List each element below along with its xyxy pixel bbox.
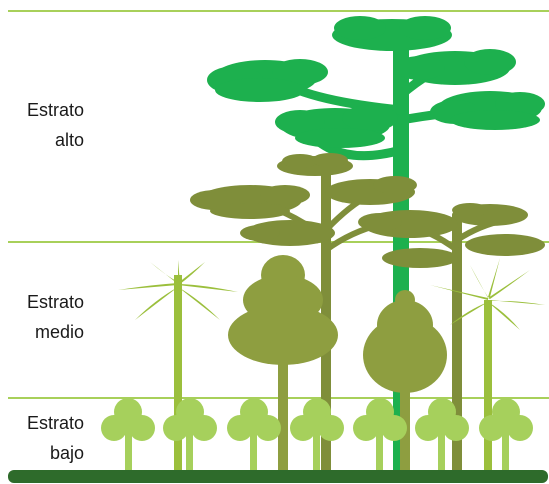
label-alto-line1: Estrato — [26, 100, 84, 120]
shrubs — [101, 398, 533, 472]
shrub-2 — [163, 398, 217, 472]
shrub-3 — [227, 398, 281, 472]
shrub-5 — [353, 398, 407, 472]
shrub-6 — [415, 398, 469, 472]
label-bajo-line1: Estrato — [26, 413, 84, 433]
shrub-7 — [479, 398, 533, 472]
shrub-4 — [290, 398, 344, 472]
label-medio-line2: medio — [34, 322, 84, 342]
label-alto-line2: alto — [54, 130, 84, 150]
label-estrato-medio: Estrato medio — [27, 287, 84, 347]
mid-rounded-trees — [228, 255, 447, 472]
shrub-1 — [101, 398, 155, 472]
ground — [8, 470, 548, 483]
palm-trees — [118, 258, 545, 472]
label-medio-line1: Estrato — [26, 292, 84, 312]
label-bajo-line2: bajo — [49, 443, 84, 463]
label-estrato-bajo: Estrato bajo — [27, 408, 84, 468]
label-estrato-alto: Estrato alto — [27, 95, 84, 155]
